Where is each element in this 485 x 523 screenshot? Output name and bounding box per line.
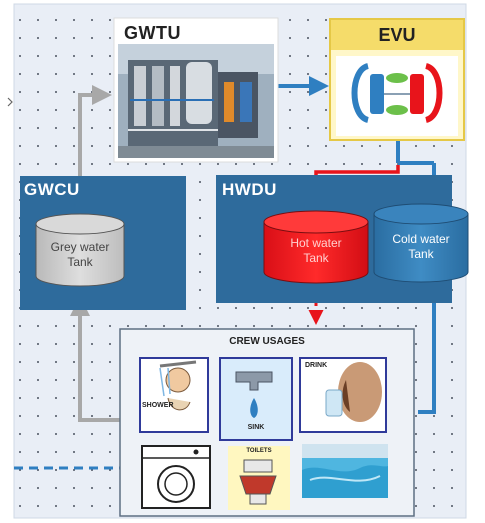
flow-cold-to-crew bbox=[418, 302, 436, 414]
toilets-image bbox=[228, 446, 290, 510]
shower-image bbox=[139, 357, 209, 433]
shower-label: SHOWER bbox=[142, 402, 174, 409]
pool-image bbox=[302, 444, 388, 498]
hot-water-tank bbox=[263, 210, 369, 284]
grey-water-tank bbox=[35, 213, 125, 287]
sink-label: SINK bbox=[247, 424, 265, 431]
toilets-label: TOILETS bbox=[246, 448, 272, 454]
sink-image bbox=[219, 357, 293, 441]
drink-image bbox=[299, 357, 387, 433]
washing-machine-image bbox=[141, 445, 211, 509]
cold-water-tank bbox=[373, 203, 469, 283]
left-edge-mark bbox=[7, 97, 13, 107]
evu-exchanger-icon bbox=[336, 56, 458, 136]
gwcu-title: GWCU bbox=[24, 180, 80, 199]
evu-header bbox=[331, 20, 463, 50]
gwtu-machine-image bbox=[118, 44, 274, 158]
hot-water-tank-label: Hot water Tank bbox=[290, 236, 342, 265]
grey-water-tank-label: Grey water Tank bbox=[50, 240, 110, 269]
hwdu-title: HWDU bbox=[222, 180, 277, 199]
flow-gwcu-to-gwtu bbox=[78, 85, 112, 211]
flow-crew-to-gwcu bbox=[70, 296, 122, 422]
crew-usages-title: CREW USAGES bbox=[229, 336, 305, 347]
evu-title: EVU bbox=[378, 25, 416, 45]
cold-water-tank-label: Cold water Tank bbox=[392, 232, 450, 261]
gwtu-title: GWTU bbox=[124, 23, 181, 43]
drink-label: DRINK bbox=[305, 362, 328, 369]
